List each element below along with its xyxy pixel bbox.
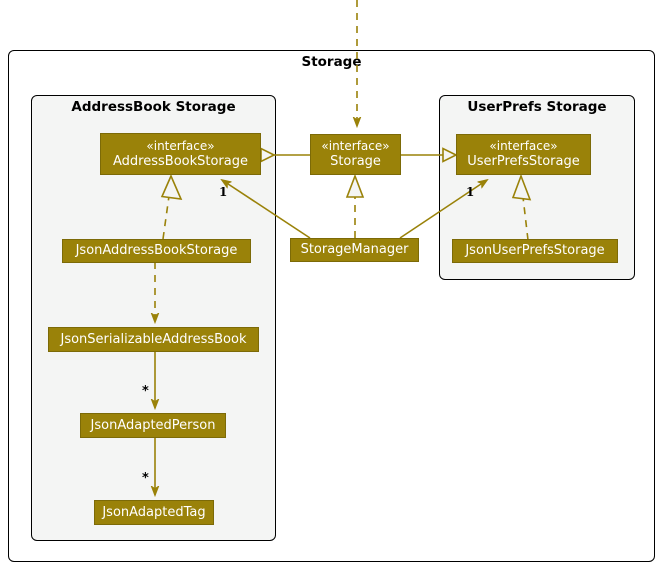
- package-title-userprefs-storage: UserPrefs Storage: [467, 99, 607, 115]
- class-box-json-adapted-person[interactable]: JsonAdaptedPerson: [80, 413, 226, 438]
- class-stereotype-storage: «interface»: [321, 139, 390, 153]
- class-name-storage: Storage: [330, 154, 381, 169]
- class-name-json-user-prefs-storage: JsonUserPrefsStorage: [465, 243, 605, 258]
- class-name-json-serializable-address-book: JsonSerializableAddressBook: [60, 331, 247, 347]
- class-box-storage[interactable]: «interface» Storage: [310, 134, 401, 175]
- class-box-json-serializable-address-book[interactable]: JsonSerializableAddressBook: [48, 327, 259, 352]
- class-name-storage-manager: StorageManager: [300, 242, 409, 257]
- class-name-json-address-book-storage: JsonAddressBookStorage: [75, 243, 238, 258]
- class-name-address-book-storage: AddressBookStorage: [113, 153, 248, 169]
- class-name-user-prefs-storage: UserPrefsStorage: [467, 154, 580, 169]
- class-stereotype-address-book-storage: «interface»: [146, 138, 215, 153]
- edge-jsonaddressbookstorage-realizes-addressbookstorage: [160, 174, 183, 240]
- class-box-address-book-storage[interactable]: «interface» AddressBookStorage: [100, 133, 261, 175]
- edge-jsonuserprefsstorage-realizes-userprefsstorage: [511, 173, 532, 241]
- multiplicity-label-addressbook: 1: [219, 185, 228, 199]
- class-name-json-adapted-person: JsonAdaptedPerson: [90, 417, 216, 433]
- multiplicity-label-userprefs: 1: [466, 185, 475, 199]
- edge-storagemanager-realizes-storage: [345, 173, 365, 238]
- class-box-json-user-prefs-storage[interactable]: JsonUserPrefsStorage: [452, 239, 618, 263]
- class-box-user-prefs-storage[interactable]: «interface» UserPrefsStorage: [456, 134, 591, 175]
- class-stereotype-user-prefs-storage: «interface»: [489, 139, 558, 153]
- class-box-json-address-book-storage[interactable]: JsonAddressBookStorage: [62, 239, 251, 263]
- class-name-json-adapted-tag: JsonAdaptedTag: [102, 504, 206, 520]
- class-box-json-adapted-tag[interactable]: JsonAdaptedTag: [94, 500, 214, 525]
- edge-storagemanager-uses-userprefsstorage: [399, 180, 487, 239]
- edge-storage-extends-addressbookstorage: [260, 147, 310, 163]
- package-title-addressbook-storage: AddressBook Storage: [71, 99, 236, 115]
- multiplicity-label-persons: *: [142, 384, 149, 399]
- edge-storagemanager-uses-addressbookstorage: [222, 180, 311, 239]
- package-title-storage: Storage: [301, 54, 362, 70]
- class-box-storage-manager[interactable]: StorageManager: [290, 238, 419, 262]
- edge-storage-extends-userprefsstorage: [400, 147, 458, 163]
- multiplicity-label-tags: *: [142, 471, 149, 486]
